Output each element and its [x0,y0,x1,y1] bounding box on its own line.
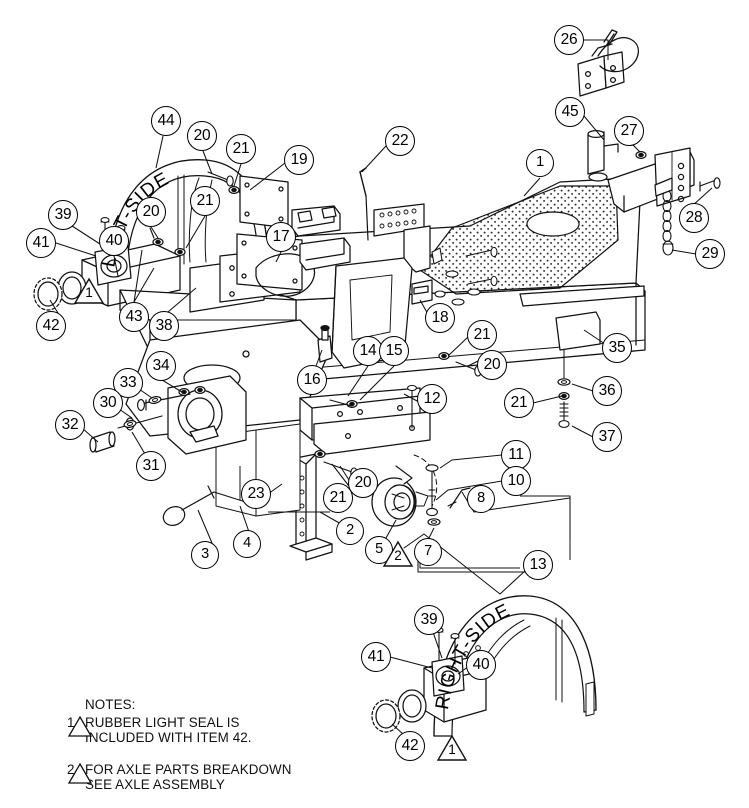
callout-bubble-38[interactable]: 38 [149,311,179,341]
callout-bubble-21[interactable]: 21 [504,388,534,418]
callout-bubble-23[interactable]: 23 [241,479,271,509]
right-side-fender-label: RIGHT-SIDE [425,585,625,725]
callout-bubble-10[interactable]: 10 [501,466,531,496]
callout-bubble-34[interactable]: 34 [146,351,176,381]
notes-heading: NOTES: [85,697,136,712]
callout-bubble-4[interactable]: 4 [233,530,261,558]
callout-bubble-20[interactable]: 20 [348,468,378,498]
callout-bubble-14[interactable]: 14 [353,336,383,366]
callout-bubble-41[interactable]: 41 [26,228,56,258]
note-triangle-2 [67,762,93,784]
callout-bubble-35[interactable]: 35 [602,333,632,363]
callout-bubble-20[interactable]: 20 [477,350,507,380]
callout-bubble-21[interactable]: 21 [190,186,220,216]
callout-bubble-39[interactable]: 39 [48,200,78,230]
callout-bubble-28[interactable]: 28 [679,203,709,233]
callout-bubble-3[interactable]: 3 [191,541,219,569]
callout-bubble-26[interactable]: 26 [554,25,584,55]
callout-bubble-30[interactable]: 30 [93,388,123,418]
note-triangle-1 [67,715,93,737]
note-item-2: 2 FOR AXLE PARTS BREAKDOWN SEE AXLE ASSE… [67,761,292,793]
callout-bubble-41[interactable]: 41 [361,642,391,672]
callout-bubble-20[interactable]: 20 [187,121,217,151]
note-2-line-2: SEE AXLE ASSEMBLY [85,777,225,792]
callout-bubble-27[interactable]: 27 [614,116,644,146]
callout-bubble-37[interactable]: 37 [592,422,622,452]
callout-bubble-44[interactable]: 44 [151,106,181,136]
callout-bubble-29[interactable]: 29 [695,239,725,269]
callout-bubble-39[interactable]: 39 [414,605,444,635]
callout-bubble-20[interactable]: 20 [136,197,166,227]
art-note-triangle-1: 1 [72,276,106,306]
note-1-line-2: INCLUDED WITH ITEM 42. [85,730,252,745]
callout-bubble-21[interactable]: 21 [226,134,256,164]
left-side-fender-label: LEFT-SIDE [95,150,295,290]
note-2-line-1: FOR AXLE PARTS BREAKDOWN [85,761,292,777]
callout-bubble-2[interactable]: 2 [336,517,364,545]
note-item-1: 1 RUBBER LIGHT SEAL IS INCLUDED WITH ITE… [67,714,292,746]
callout-bubble-19[interactable]: 19 [284,145,314,175]
callout-bubble-13[interactable]: 13 [523,550,553,580]
callout-bubble-1[interactable]: 1 [526,149,554,177]
note-1-line-1: RUBBER LIGHT SEAL IS [85,714,240,730]
callout-bubble-8[interactable]: 8 [467,485,495,513]
callout-bubble-40[interactable]: 40 [99,226,129,256]
callout-bubble-32[interactable]: 32 [55,410,85,440]
callout-bubble-21[interactable]: 21 [323,483,353,513]
callout-bubble-18[interactable]: 18 [425,303,455,333]
callout-bubble-22[interactable]: 22 [385,126,415,156]
callout-bubble-15[interactable]: 15 [379,336,409,366]
callout-bubble-45[interactable]: 45 [555,97,585,127]
callout-bubble-40[interactable]: 40 [466,650,496,680]
callout-bubble-36[interactable]: 36 [592,376,622,406]
callout-bubble-43[interactable]: 43 [119,302,149,332]
notes-block: NOTES: 1 RUBBER LIGHT SEAL IS INCLUDED W… [67,697,292,793]
art-note-triangle-2: 2 [381,539,415,569]
callout-bubble-7[interactable]: 7 [414,538,442,566]
callout-bubble-42[interactable]: 42 [36,311,66,341]
callout-bubble-12[interactable]: 12 [417,384,447,414]
callout-bubble-42[interactable]: 42 [395,731,425,761]
callout-bubble-21[interactable]: 21 [467,320,497,350]
callout-bubble-17[interactable]: 17 [266,222,296,252]
callout-bubble-16[interactable]: 16 [297,365,327,395]
art-note-triangle-1: 1 [435,733,469,763]
callout-bubble-31[interactable]: 31 [136,451,166,481]
